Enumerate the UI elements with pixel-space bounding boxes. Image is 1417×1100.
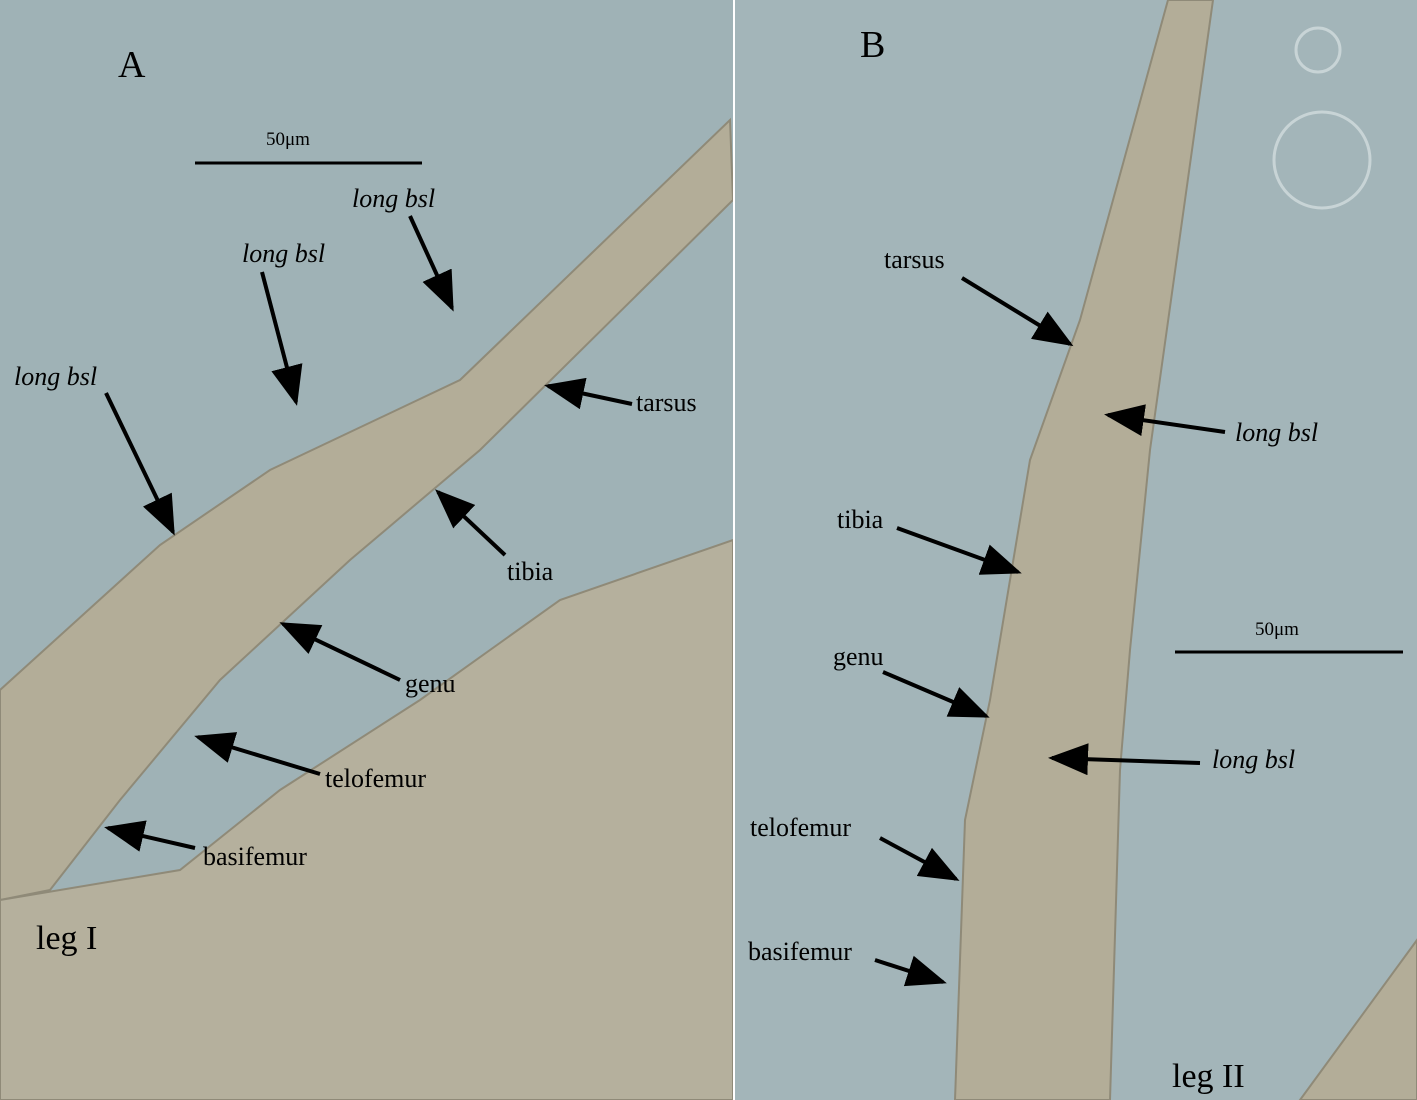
arrows-panel-a xyxy=(104,215,633,852)
bubble xyxy=(1294,26,1342,74)
label-tibia: tibia xyxy=(837,505,884,534)
scale-label-a: 50μm xyxy=(266,129,310,150)
label-genu: genu xyxy=(405,669,456,698)
bubble xyxy=(1272,110,1372,210)
scale-label-b: 50μm xyxy=(1255,619,1299,640)
label-tarsus: tarsus xyxy=(884,245,945,274)
panel-letter-b: B xyxy=(860,24,886,66)
label-telofemur: telofemur xyxy=(750,813,852,842)
arrow-genu xyxy=(279,622,401,682)
body-mass xyxy=(0,538,734,1100)
arrow-basifemur xyxy=(874,955,947,987)
leg-label-a: leg I xyxy=(36,920,98,957)
arrows-panel-b xyxy=(874,276,1226,987)
arrow-basifemur xyxy=(104,820,196,852)
label-long-bsl: long bsl xyxy=(352,184,436,213)
arrow-long-bsl-3 xyxy=(104,392,175,536)
arrow-long-bsl-1 xyxy=(1104,404,1226,437)
label-telofemur: telofemur xyxy=(325,764,427,793)
arrow-tarsus xyxy=(960,276,1074,347)
leg-i-segments xyxy=(0,117,735,902)
label-tibia: tibia xyxy=(507,557,554,586)
arrow-tibia xyxy=(896,526,1022,575)
arrow-telofemur xyxy=(194,732,321,776)
label-long-bsl: long bsl xyxy=(1212,745,1296,774)
adjacent-leg xyxy=(1298,938,1417,1100)
arrow-long-bsl-1 xyxy=(408,215,454,312)
arrow-tarsus xyxy=(544,377,633,410)
arrow-long-bsl-2 xyxy=(1048,743,1201,776)
arrow-telofemur xyxy=(879,836,960,881)
label-long-bsl: long bsl xyxy=(1235,418,1319,447)
label-basifemur: basifemur xyxy=(748,937,852,966)
label-basifemur: basifemur xyxy=(203,842,307,871)
panel-divider xyxy=(733,0,735,1100)
label-tarsus: tarsus xyxy=(636,388,697,417)
label-long-bsl: long bsl xyxy=(14,362,98,391)
leg-ii-segments xyxy=(953,0,1215,1100)
label-long-bsl: long bsl xyxy=(242,239,326,268)
label-genu: genu xyxy=(833,642,884,671)
panel-letter-a: A xyxy=(118,44,146,86)
arrow-genu xyxy=(882,670,990,718)
arrow-tibia xyxy=(435,489,507,557)
arrow-long-bsl-2 xyxy=(260,271,303,406)
leg-label-b: leg II xyxy=(1172,1058,1245,1095)
